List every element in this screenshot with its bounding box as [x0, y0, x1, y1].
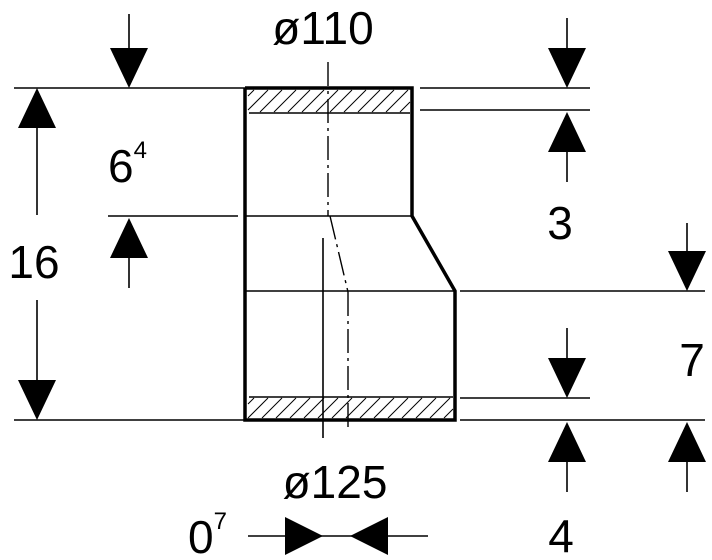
hatch-stroke — [331, 397, 353, 419]
hatch-stroke — [259, 89, 283, 113]
dimension-lines — [36, 14, 688, 492]
hatch-stroke — [399, 101, 411, 113]
hatch-stroke — [273, 89, 297, 113]
dimension-labels: ø110 ø125 16 64 3 7 4 07 — [8, 2, 704, 560]
label-top-section-base: 6 — [108, 140, 134, 192]
hatch-stroke — [429, 397, 451, 419]
arrow-offset-right — [350, 517, 388, 555]
label-offset-base: 0 — [188, 511, 214, 560]
arrow-7-top — [668, 251, 706, 291]
hatch-stroke — [247, 89, 269, 111]
arrow-3-bottom — [548, 112, 586, 152]
label-bottom-socket-depth: 4 — [548, 510, 574, 560]
hatch-stroke — [401, 397, 423, 419]
arrowheads — [18, 48, 706, 555]
hatch-stroke — [303, 397, 325, 419]
hatch-stroke — [247, 89, 255, 97]
reducer-outline — [243, 86, 457, 422]
hatch-stroke — [345, 397, 367, 419]
label-top-section-height: 64 — [108, 137, 147, 192]
hatch-stroke — [247, 397, 269, 419]
hatch-stroke — [329, 89, 353, 113]
hatch-stroke — [415, 397, 437, 419]
label-diameter-bottom: ø125 — [283, 456, 388, 508]
hatch-stroke — [343, 89, 367, 113]
arrow-16-top — [18, 88, 56, 128]
axis-offset — [329, 215, 349, 293]
extension-lines — [14, 87, 705, 537]
hatch-stroke — [275, 397, 297, 419]
hatch-stroke — [387, 397, 409, 419]
label-top-section-sup: 4 — [134, 137, 147, 164]
hatch-stroke — [287, 89, 311, 113]
hatch-stroke — [443, 408, 454, 419]
hatch-stroke — [301, 89, 325, 113]
top-socket-hatching — [247, 89, 411, 113]
arrow-4-bottom — [548, 422, 586, 462]
hatch-stroke — [371, 89, 395, 113]
label-diameter-top: ø110 — [272, 2, 373, 54]
center-axes — [322, 62, 349, 438]
label-offset-sup: 7 — [214, 508, 227, 535]
arrow-16-bottom — [18, 380, 56, 420]
arrow-3-top — [548, 48, 586, 88]
arrow-64-bottom — [110, 218, 148, 258]
arrow-7-bottom — [668, 422, 706, 462]
label-height-total: 16 — [8, 236, 59, 288]
hatch-stroke — [385, 89, 409, 113]
hatch-stroke — [261, 397, 283, 419]
hatch-stroke — [247, 397, 255, 405]
hatch-stroke — [317, 397, 339, 419]
hatch-stroke — [359, 397, 381, 419]
arrow-offset-left — [285, 517, 323, 555]
hatch-stroke — [357, 89, 381, 113]
hatch-stroke — [373, 397, 395, 419]
bottom-socket-hatching — [247, 397, 454, 419]
label-bottom-section-height: 7 — [679, 334, 705, 386]
hatch-stroke — [289, 397, 311, 419]
reducer-body-outline — [243, 86, 457, 422]
arrow-64-top — [110, 48, 148, 88]
label-offset: 07 — [188, 508, 227, 560]
label-top-socket-depth: 3 — [547, 197, 573, 249]
hatch-stroke — [315, 89, 339, 113]
arrow-4-top — [548, 358, 586, 398]
